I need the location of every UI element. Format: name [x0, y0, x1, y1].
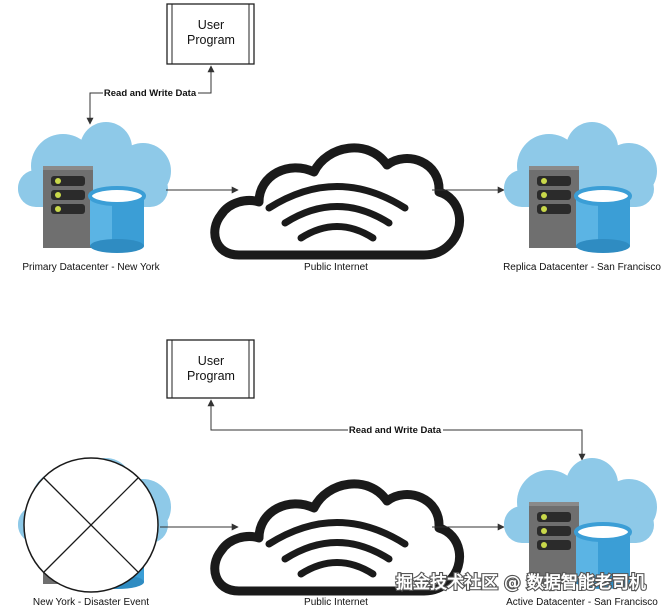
top-user-program-line2: Program	[187, 33, 235, 47]
bottom-user-program-line2: Program	[187, 369, 235, 383]
replica-datacenter-label: Replica Datacenter - San Francisco	[503, 262, 661, 273]
top-read-write-connector: Read and Write Data	[86, 65, 215, 125]
active-datacenter-icon	[502, 456, 659, 591]
failed-datacenter-icon	[16, 456, 173, 593]
top-user-program-box[interactable]: User Program	[166, 3, 255, 65]
bottom-user-program-box[interactable]: User Program	[166, 339, 255, 399]
bottom-user-program-line1: User	[198, 354, 224, 368]
top-public-internet-icon	[215, 148, 460, 255]
primary-datacenter-label: Primary Datacenter - New York	[22, 262, 160, 273]
bottom-read-write-connector: Read and Write Data	[207, 399, 586, 461]
top-public-internet-label: Public Internet	[304, 262, 368, 273]
bottom-public-internet-label: Public Internet	[304, 597, 368, 608]
bottom-diagram: User Program Read and Write Data New Yor…	[16, 339, 659, 608]
replica-datacenter-icon	[502, 120, 659, 255]
primary-datacenter-icon	[16, 120, 173, 255]
active-datacenter-label: Active Datacenter - San Francisco	[506, 597, 658, 608]
watermark: 掘金技术社区 @ 数据智能老司机	[396, 572, 646, 593]
top-edge-label: Read and Write Data	[104, 88, 197, 99]
top-user-program-line1: User	[198, 18, 224, 32]
bottom-edge-label: Read and Write Data	[349, 425, 442, 436]
top-diagram: User Program Read and Write Data Primary…	[16, 3, 661, 273]
disaster-event-label: New York - Disaster Event	[33, 597, 149, 608]
